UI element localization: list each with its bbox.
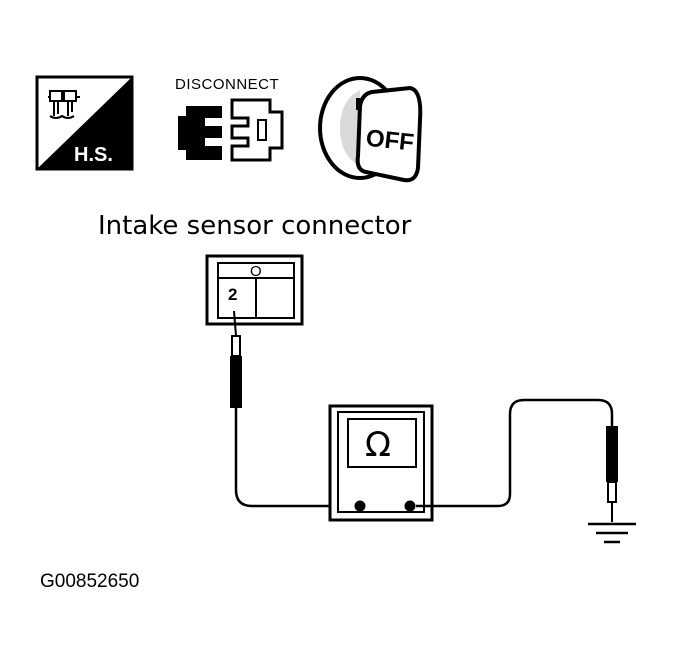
ignition-off-icon: OFF <box>318 76 423 183</box>
connector-title: Intake sensor connector <box>98 211 412 241</box>
ignition-label: OFF <box>365 125 416 157</box>
harness-label: H.S. <box>74 144 113 166</box>
disconnect-icon: DISCONNECT <box>175 76 284 162</box>
left-probe <box>230 310 345 508</box>
figure-code: G00852650 <box>40 571 139 592</box>
harness-icon: H.S. <box>35 75 134 171</box>
meter-terminal-left <box>354 500 366 512</box>
ground-symbol <box>588 522 636 544</box>
disconnect-label: DISCONNECT <box>175 76 279 93</box>
connector-diagram: O 2 <box>205 254 304 326</box>
ohmmeter: Ω <box>328 404 434 522</box>
ohm-symbol: Ω <box>365 425 391 465</box>
connector-header-symbol: O <box>250 263 262 280</box>
pin-label: 2 <box>228 285 237 304</box>
meter-terminal-right <box>404 500 416 512</box>
right-probe <box>416 398 618 522</box>
